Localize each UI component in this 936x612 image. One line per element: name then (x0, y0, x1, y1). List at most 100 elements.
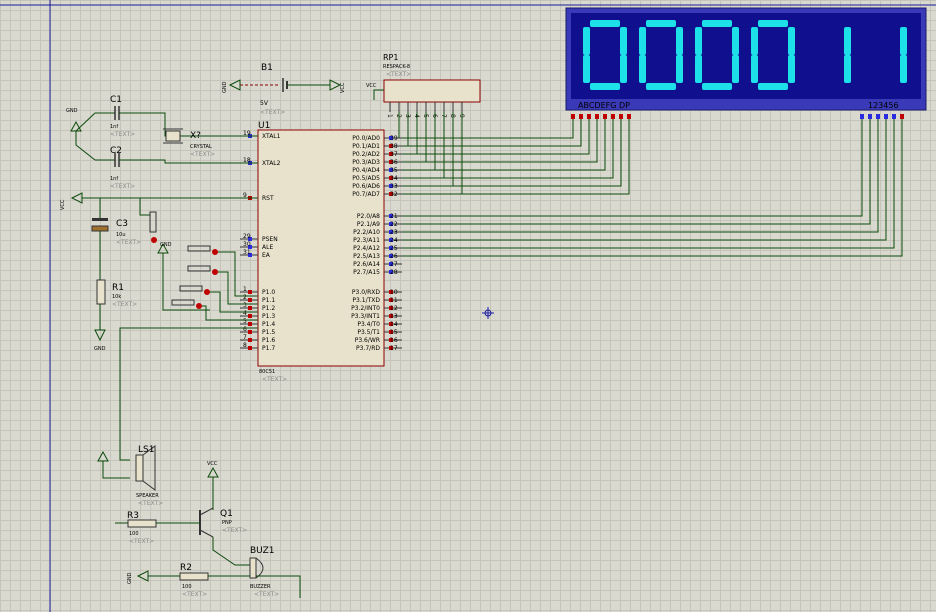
reset-button[interactable] (149, 211, 157, 233)
p2-wire-to-digit (402, 119, 871, 225)
reset-circuit[interactable]: VCC C3 10u <TEXT> R1 10k <TEXT> GND GND (60, 192, 258, 352)
q1-to-buzzer-wire (212, 537, 250, 566)
digit-2 (639, 20, 683, 90)
r2-gnd-label: GND (127, 572, 133, 584)
u1-left-pin-number: 6 (243, 326, 247, 333)
u1-text: <TEXT> (262, 376, 287, 383)
u1-right-pin-name: P0.3/AD3 (352, 159, 380, 166)
c3-plate-a (92, 218, 108, 221)
c1-value: 1nf (110, 124, 118, 130)
seven-segment-display[interactable]: ABCDEFG DP 123456 (565, 7, 927, 119)
p2-wire-to-digit (402, 119, 903, 257)
rp1-vcc-wire (373, 89, 384, 100)
segment-a (646, 20, 676, 27)
u1-right-pin-marker (389, 306, 393, 310)
u1-right-pin-marker (389, 176, 393, 180)
ls1-part: SPEAKER (136, 493, 159, 499)
u1-body (257, 129, 385, 367)
u1-left-pin-name: P1.4 (262, 321, 275, 328)
segment-f (639, 27, 646, 55)
segment-e (639, 55, 646, 83)
u1-left-pin-marker (248, 298, 252, 302)
sw-gnd-label: GND (160, 242, 172, 248)
u1-right-pin-name: P3.2/INT0 (351, 305, 380, 312)
p0-bus-wires (398, 112, 630, 195)
rp1-body (383, 79, 481, 103)
u1-right-pin-marker (389, 246, 393, 250)
p0-wire-to-display (402, 119, 614, 179)
u1-right-pin-marker (389, 222, 393, 226)
u1-left-pin-number: 2 (243, 294, 247, 301)
u1-right-pin-marker (389, 184, 393, 188)
c3-value: 10u (116, 232, 126, 238)
u1-left-pin-number: 18 (243, 157, 251, 164)
digit-1 (583, 20, 627, 90)
u1-right-pin-marker (389, 192, 393, 196)
u1-left-pin-marker (248, 237, 252, 241)
q1-ref: Q1 (220, 509, 233, 519)
segment-f (695, 27, 702, 55)
u1-right-pin-marker (389, 298, 393, 302)
u1-right-pin-name: P2.1/A9 (357, 221, 380, 228)
u1-left-pin-number: 1 (243, 286, 247, 293)
u1-right-pin-name: P0.4/AD4 (352, 167, 380, 174)
r2-ref: R2 (180, 563, 192, 573)
u1-right-pin-number: 16 (390, 337, 398, 344)
key-3[interactable] (179, 285, 258, 313)
display-seg-pin (595, 114, 599, 119)
u1-right-pin-marker (389, 168, 393, 172)
u1-left-pin-name: RST (262, 195, 274, 202)
key-3-wire (210, 291, 258, 313)
key-1-body (187, 245, 211, 252)
key-2[interactable] (187, 265, 258, 305)
p0-wire-to-display (402, 119, 574, 139)
digit-3 (695, 20, 739, 90)
u1-right-pin-name: P3.4/T0 (357, 321, 380, 328)
rp1-text: <TEXT> (386, 71, 411, 78)
ls1-text: <TEXT> (138, 500, 163, 507)
r1-ref: R1 (112, 283, 124, 293)
u1-left-pin-marker (248, 338, 252, 342)
display-digit-pin (876, 114, 880, 119)
key-4[interactable] (171, 299, 258, 321)
u1-right-pin-number: 28 (390, 269, 398, 276)
u1-left-pin-marker (248, 306, 252, 310)
p2-wire-to-digit (402, 119, 879, 233)
u1-right-pin-number: 33 (390, 183, 398, 190)
u1-right-pin-marker (389, 144, 393, 148)
u1-left-pin-name: P1.7 (262, 345, 275, 352)
u1-right-pin-name: P3.3/INT1 (351, 313, 380, 320)
u1-left-pin-name: P1.0 (262, 289, 275, 296)
display-digits (583, 20, 907, 90)
audio-section[interactable]: LS1 SPEAKER <TEXT> VCC Q1 PNP <TEXT> R3 … (97, 327, 301, 598)
r1-gnd-arrow (94, 329, 106, 342)
u1-right-pin-number: 23 (390, 229, 398, 236)
u1-left-pin-name: P1.6 (262, 337, 275, 344)
segment-d (646, 83, 676, 90)
u1-right-pin-name: P3.0/RXD (352, 289, 380, 296)
u1-right-pins: 39P0.0/AD038P0.1/AD137P0.2/AD236P0.3/AD3… (351, 135, 402, 352)
battery-b1[interactable]: B1 GND VCC 5V <TEXT> (222, 63, 346, 116)
u1-left-pin-marker (248, 245, 252, 249)
key-2-wire (218, 271, 258, 305)
key-1[interactable] (187, 245, 258, 297)
u1-left-pin-marker (248, 290, 252, 294)
p0-wire-to-display (402, 119, 582, 147)
oscillator-section[interactable]: GND C1 1nf <TEXT> C2 1nf <TEXT> X? CRYST… (66, 95, 258, 190)
key-switches[interactable] (162, 245, 258, 321)
u1-left-pin-name: EA (262, 252, 271, 259)
u1-right-pin-number: 38 (390, 143, 398, 150)
p0-wire-to-display (402, 119, 630, 195)
u1-left-pin-name: P1.1 (262, 297, 275, 304)
segment-b (788, 27, 795, 55)
u1-right-pin-name: P2.3/A11 (353, 237, 380, 244)
segment-f (583, 27, 590, 55)
segment-d (702, 83, 732, 90)
u1-right-pin-name: P3.6/WR (355, 337, 380, 344)
rst-switch-wire (139, 198, 150, 216)
display-seg-pin (579, 114, 583, 119)
u1-right-pin-number: 35 (390, 167, 398, 174)
